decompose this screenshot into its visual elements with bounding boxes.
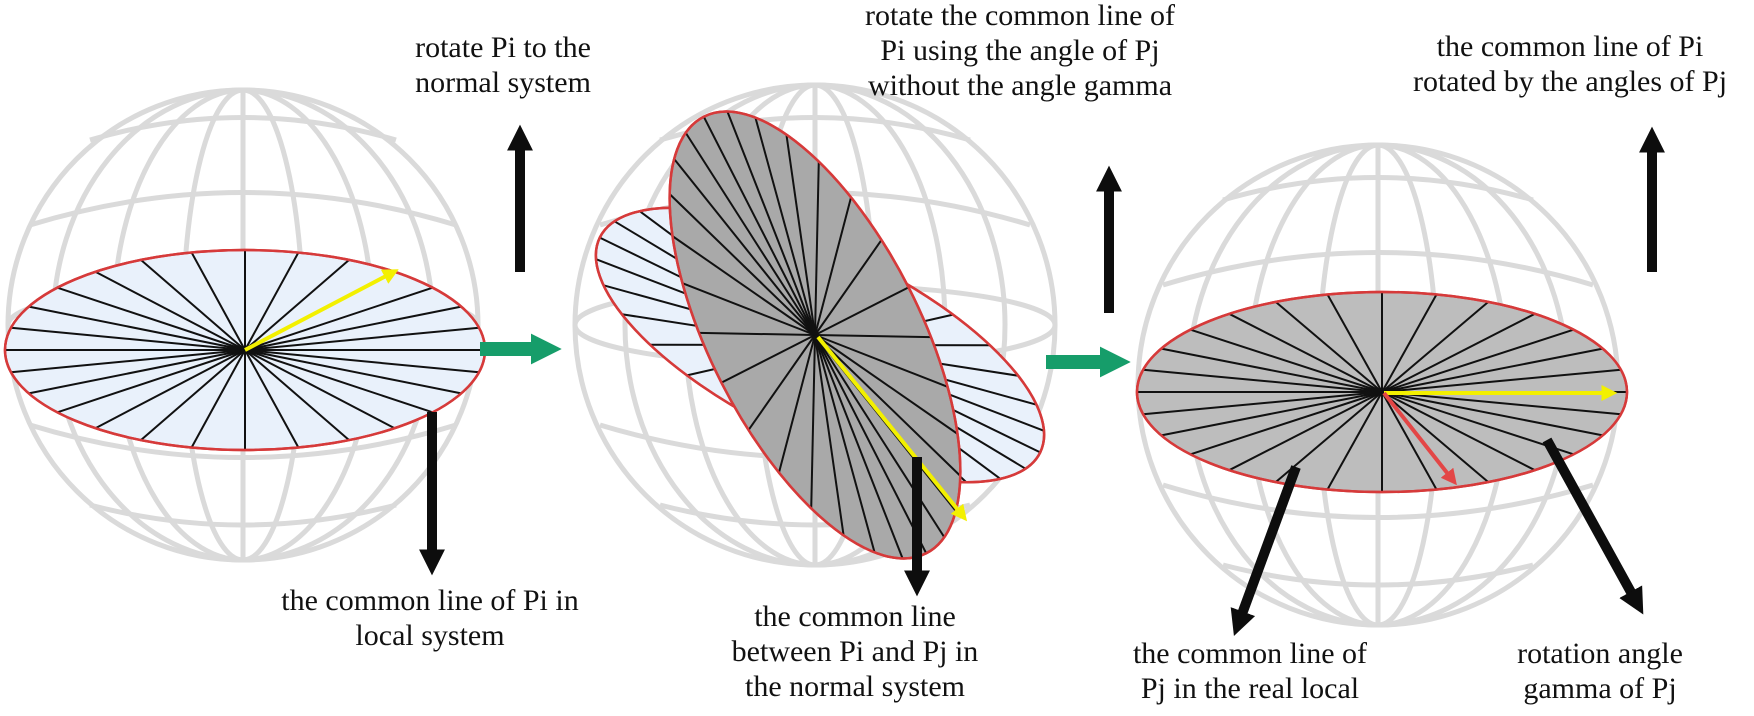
disk-spoke <box>1381 312 1536 393</box>
disk-spoke <box>1381 294 1438 393</box>
disk-spoke <box>244 349 480 374</box>
disk-spoke <box>1228 391 1383 472</box>
disk-spoke <box>1228 312 1383 393</box>
disk-spoke <box>814 239 883 336</box>
vector-common-line-pi <box>244 269 399 352</box>
disk-spoke <box>1381 391 1438 490</box>
disk-spoke <box>1326 294 1383 393</box>
label-common-line-pj: the common line of Pj in the real local <box>1132 637 1368 705</box>
disk-spoke <box>785 134 816 336</box>
disk-spoke <box>244 305 462 351</box>
disk-spoke <box>814 334 931 339</box>
disk-spoke <box>28 349 246 395</box>
arrow-common-line-pj <box>1230 465 1301 636</box>
disk-spoke <box>814 197 852 336</box>
disk-spoke <box>1381 347 1603 393</box>
arrow-rotation-gamma <box>1542 437 1644 615</box>
disk-spoke <box>814 334 876 553</box>
vector-common-line-between <box>816 335 968 522</box>
disk-spoke <box>699 331 816 336</box>
disk-spoke <box>1143 368 1383 393</box>
disk-spoke <box>1190 328 1383 393</box>
disk-spoke <box>702 116 816 336</box>
disk-pj-normal <box>668 110 962 560</box>
disk-spoke <box>814 334 928 554</box>
disk-spoke <box>1381 301 1489 393</box>
disk-spoke <box>244 349 462 395</box>
disk-pj-real-local <box>1135 290 1629 494</box>
disk-spoke <box>682 282 816 336</box>
disk-spoke <box>669 193 816 336</box>
disk-spoke <box>244 349 300 448</box>
disk-spoke <box>1381 391 1574 456</box>
disk-spoke <box>244 326 480 351</box>
disk-spoke <box>1381 391 1489 483</box>
disk-spoke <box>671 235 816 336</box>
disk-spoke <box>1143 391 1383 416</box>
disk-spoke <box>190 252 246 351</box>
disk-spoke <box>814 334 946 538</box>
disk-spoke <box>1326 391 1383 490</box>
disk-spoke <box>244 349 396 430</box>
disk-spoke <box>754 117 816 336</box>
disk-spoke <box>28 305 246 351</box>
disk-spoke <box>94 349 246 430</box>
disk-spoke <box>190 349 246 448</box>
vector-common-line-pj <box>1382 391 1457 486</box>
disk-spoke <box>684 132 816 336</box>
disk-spoke <box>1381 368 1621 393</box>
label-common-line-between: the common line between Pi and Pj in the… <box>731 600 979 703</box>
disk-spoke <box>244 349 433 414</box>
disk-spoke <box>1161 347 1383 393</box>
disk-spoke <box>244 349 350 441</box>
disk-spoke <box>1161 391 1383 437</box>
disk-spoke <box>726 111 816 336</box>
disk-spoke <box>57 349 246 414</box>
disk-spoke <box>1381 391 1536 472</box>
disk-spoke <box>747 334 816 431</box>
disk-spoke <box>814 286 910 336</box>
label-common-line-local: the common line of Pi in local system <box>281 584 579 652</box>
disk-spoke <box>94 270 246 351</box>
disk-spoke <box>140 349 246 441</box>
disk-spoke <box>1381 391 1621 416</box>
disk-spoke <box>244 252 300 351</box>
disk-spoke <box>1190 391 1383 456</box>
disk-spoke <box>814 334 959 435</box>
disk-spoke <box>244 259 350 351</box>
disk-spoke <box>810 334 816 509</box>
disk-spoke <box>140 259 246 351</box>
disk-spoke <box>57 286 246 351</box>
green-arrows <box>480 333 1131 378</box>
disk-spoke <box>1381 328 1574 393</box>
disk-spoke <box>814 334 904 559</box>
disk-spoke <box>1381 391 1603 437</box>
label-rotate-pi: rotate Pi to the normal system <box>415 31 591 99</box>
disk-spoke <box>673 158 816 336</box>
label-rotated-by-angles: the common line of Pi rotated by the ang… <box>1412 30 1728 98</box>
disk-spoke <box>1275 301 1383 393</box>
disk-spoke <box>10 349 246 374</box>
black-arrows <box>419 124 1665 636</box>
label-rotation-gamma: rotation angle gamma of Pj <box>1517 637 1683 705</box>
disk-spoke <box>10 326 246 351</box>
label-rotate-common-line: rotate the common line of Pi using the a… <box>865 0 1175 102</box>
disk-spoke <box>814 334 948 388</box>
disk-spoke <box>720 334 816 384</box>
disk-spoke <box>814 334 845 536</box>
disk-spoke <box>814 334 961 477</box>
disk-spoke <box>244 286 433 351</box>
disk-spoke <box>778 334 816 473</box>
disk-spoke <box>814 161 820 336</box>
